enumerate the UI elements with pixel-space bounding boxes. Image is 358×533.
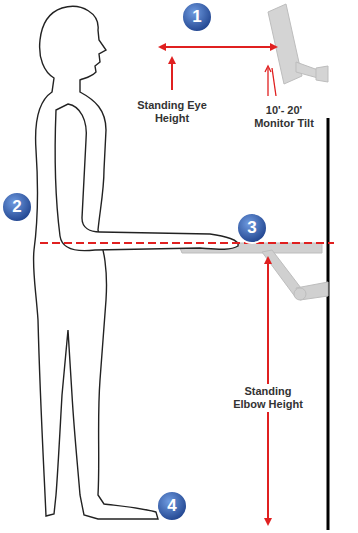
callout-number: 1 (182, 7, 212, 27)
elbow-height-label: Standing Elbow Height (231, 384, 305, 412)
elbow-line (40, 242, 334, 244)
keyboard-tray (178, 243, 328, 300)
eye-height-label: Standing Eye Height (126, 99, 218, 125)
human-figure (33, 6, 158, 519)
callout-number: 3 (237, 218, 267, 238)
callout-circles (2, 2, 267, 521)
tilt-label: 10'- 20' Monitor Tilt (249, 104, 319, 130)
eye-height-pointer (171, 58, 173, 90)
callout-number: 4 (157, 496, 187, 516)
monitor (268, 4, 328, 84)
human-arm (55, 104, 238, 251)
tilt-indicator (265, 66, 276, 96)
eye-distance-arrow (160, 46, 276, 48)
callout-number: 2 (2, 197, 32, 217)
wall-line (327, 118, 330, 530)
